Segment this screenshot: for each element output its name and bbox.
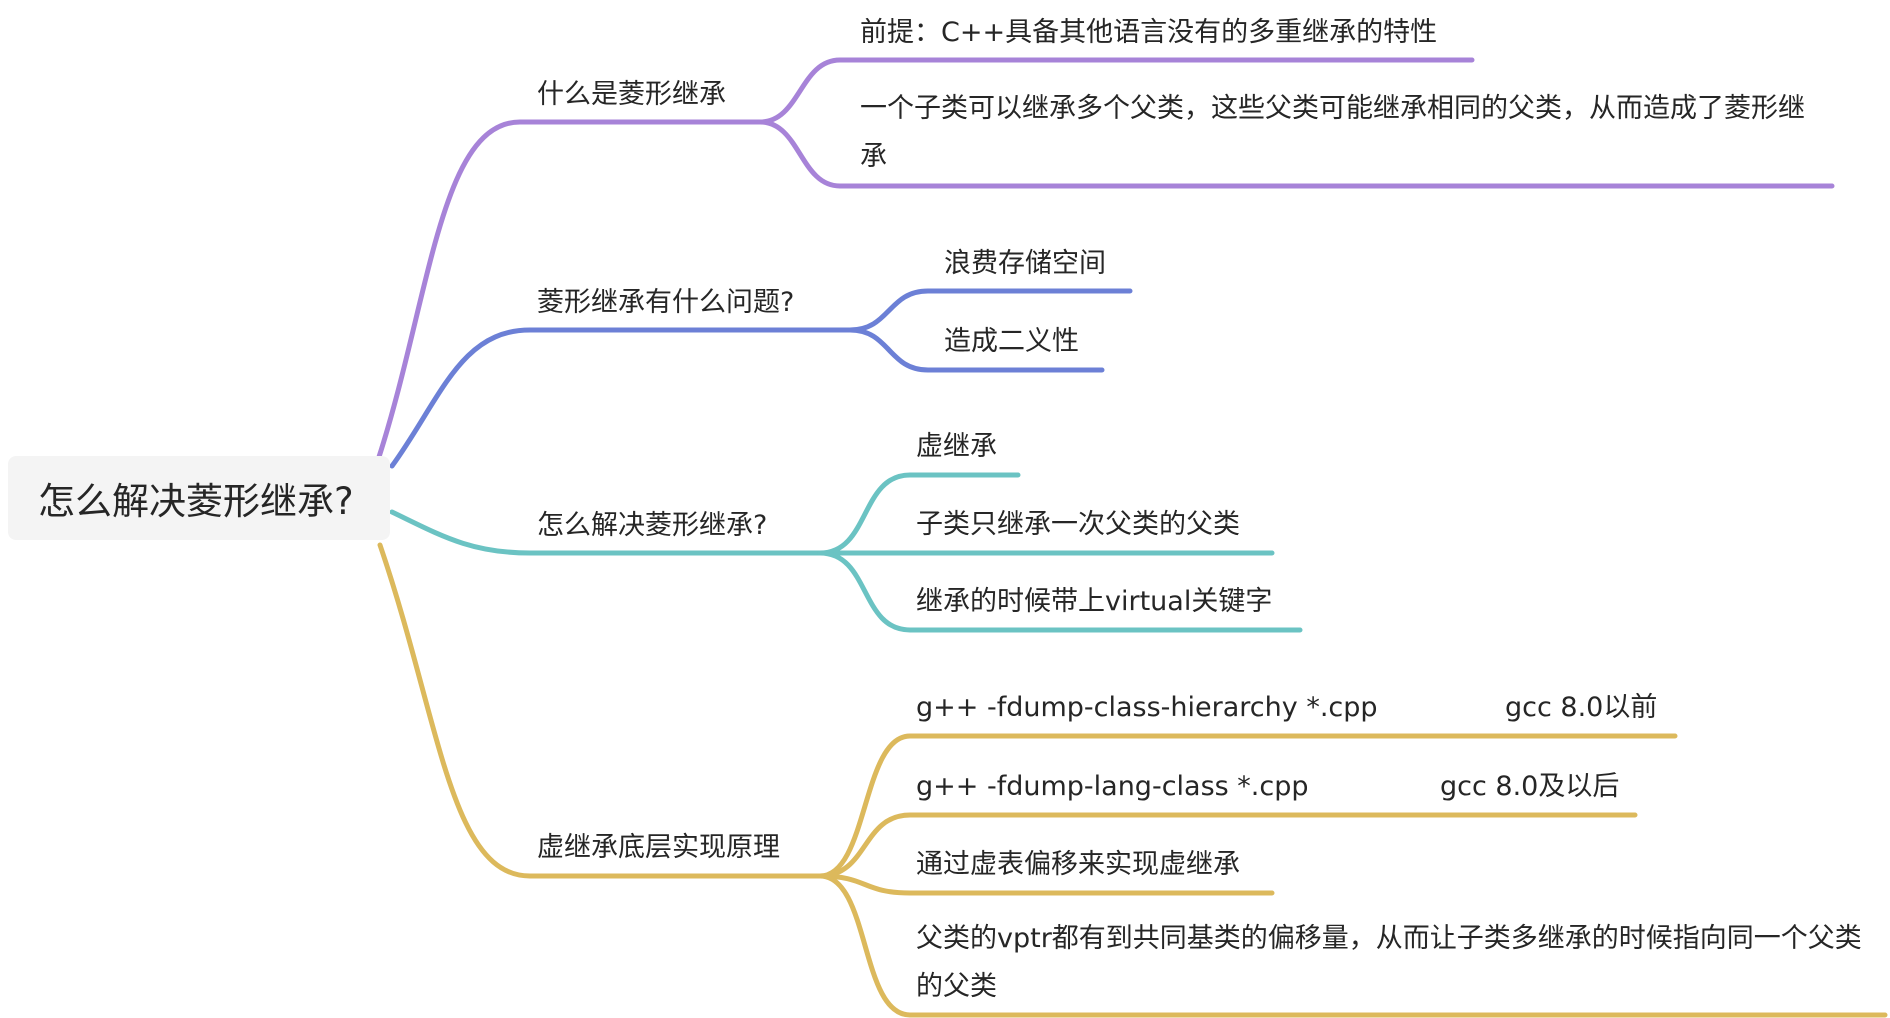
connector-b2-c2 bbox=[847, 327, 1105, 373]
connector-b1-c1 bbox=[757, 57, 1475, 125]
branch-1-label[interactable]: 什么是菱形继承 bbox=[537, 79, 726, 110]
connector-b4-c4 bbox=[817, 873, 1888, 1018]
connector-b3-c3 bbox=[817, 550, 1303, 633]
b2-child-2[interactable]: 造成二义性 bbox=[944, 326, 1079, 357]
root-label: 怎么解决菱形继承? bbox=[38, 480, 354, 523]
b4-child-3[interactable]: 通过虚表偏移来实现虚继承 bbox=[916, 849, 1240, 880]
b4-child-1-note: gcc 8.0以前 bbox=[1505, 692, 1658, 723]
connector-b4-c2 bbox=[817, 812, 1638, 879]
b3-child-3[interactable]: 继承的时候带上virtual关键字 bbox=[916, 586, 1273, 617]
b4-child-4[interactable]: 父类的vptr都有到共同基类的偏移量，从而让子类多继承的时候指向同一个父类的父类 bbox=[916, 923, 1862, 1002]
connector-b1-c2 bbox=[757, 119, 1835, 189]
b1-child-2[interactable]: 一个子类可以继承多个父类，这些父类可能继承相同的父类，从而造成了菱形继承 bbox=[860, 93, 1805, 172]
b4-child-2[interactable]: g++ -fdump-lang-class *.cpp bbox=[916, 771, 1309, 802]
connector-root-branch-2 bbox=[389, 327, 853, 469]
b2-child-1[interactable]: 浪费存储空间 bbox=[944, 248, 1106, 279]
connector-root-branch-4 bbox=[377, 542, 823, 879]
branch-3-label[interactable]: 怎么解决菱形继承? bbox=[537, 510, 768, 541]
b4-child-2-note: gcc 8.0及以后 bbox=[1440, 771, 1620, 802]
connector-root-branch-3 bbox=[389, 509, 823, 556]
branch-2-label[interactable]: 菱形继承有什么问题? bbox=[537, 287, 795, 318]
connector-b4-c3 bbox=[817, 873, 1275, 896]
connector-b4-c1 bbox=[817, 733, 1678, 879]
root-node[interactable]: 怎么解决菱形继承? bbox=[8, 456, 390, 540]
b3-child-2[interactable]: 子类只继承一次父类的父类 bbox=[916, 509, 1240, 540]
connector-b3-c1 bbox=[817, 472, 1021, 556]
connector-b2-c1 bbox=[847, 288, 1133, 333]
connector-root-branch-1 bbox=[375, 119, 763, 463]
b1-child-1[interactable]: 前提：C++具备其他语言没有的多重继承的特性 bbox=[860, 17, 1438, 48]
b4-child-1[interactable]: g++ -fdump-class-hierarchy *.cpp bbox=[916, 692, 1378, 723]
b3-child-1[interactable]: 虚继承 bbox=[916, 431, 997, 462]
branch-4-label[interactable]: 虚继承底层实现原理 bbox=[537, 832, 780, 863]
